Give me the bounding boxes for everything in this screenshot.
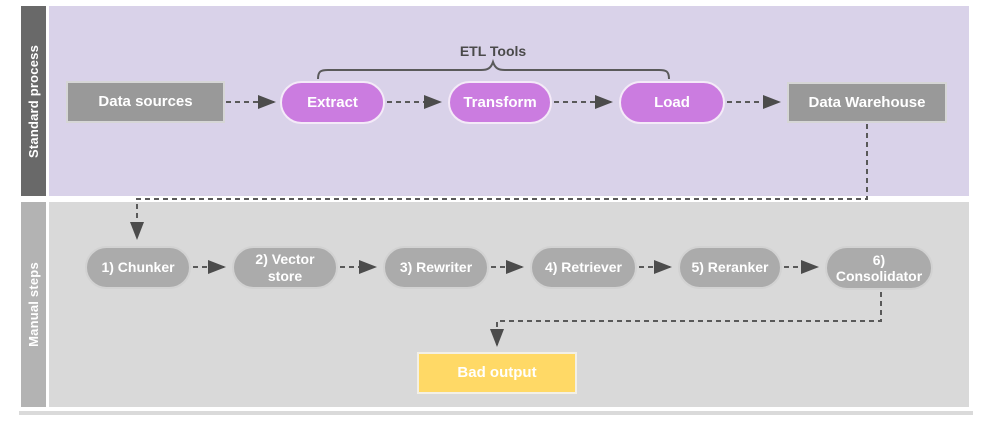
lane-manual-steps-titlebar: Manual steps [21, 202, 46, 407]
lane-standard-process-titlebar: Standard process [21, 6, 46, 196]
page-separator-line [19, 411, 973, 415]
node-extract: Extract [280, 81, 385, 124]
node-rewriter: 3) Rewriter [383, 246, 489, 289]
node-data-sources: Data sources [66, 81, 225, 123]
lane-standard-process-label: Standard process [26, 44, 42, 158]
node-data-warehouse: Data Warehouse [787, 82, 947, 123]
node-retriever: 4) Retriever [530, 246, 637, 289]
node-transform: Transform [448, 81, 552, 124]
node-chunker: 1) Chunker [85, 246, 191, 289]
node-vector-store: 2) Vector store [232, 246, 338, 289]
node-reranker: 5) Reranker [678, 246, 782, 289]
etl-tools-label: ETL Tools [459, 43, 527, 59]
node-load: Load [619, 81, 725, 124]
lane-manual-steps-label: Manual steps [26, 262, 42, 347]
node-consolidator: 6) Consolidator [825, 246, 933, 290]
node-bad-output: Bad output [417, 352, 577, 394]
